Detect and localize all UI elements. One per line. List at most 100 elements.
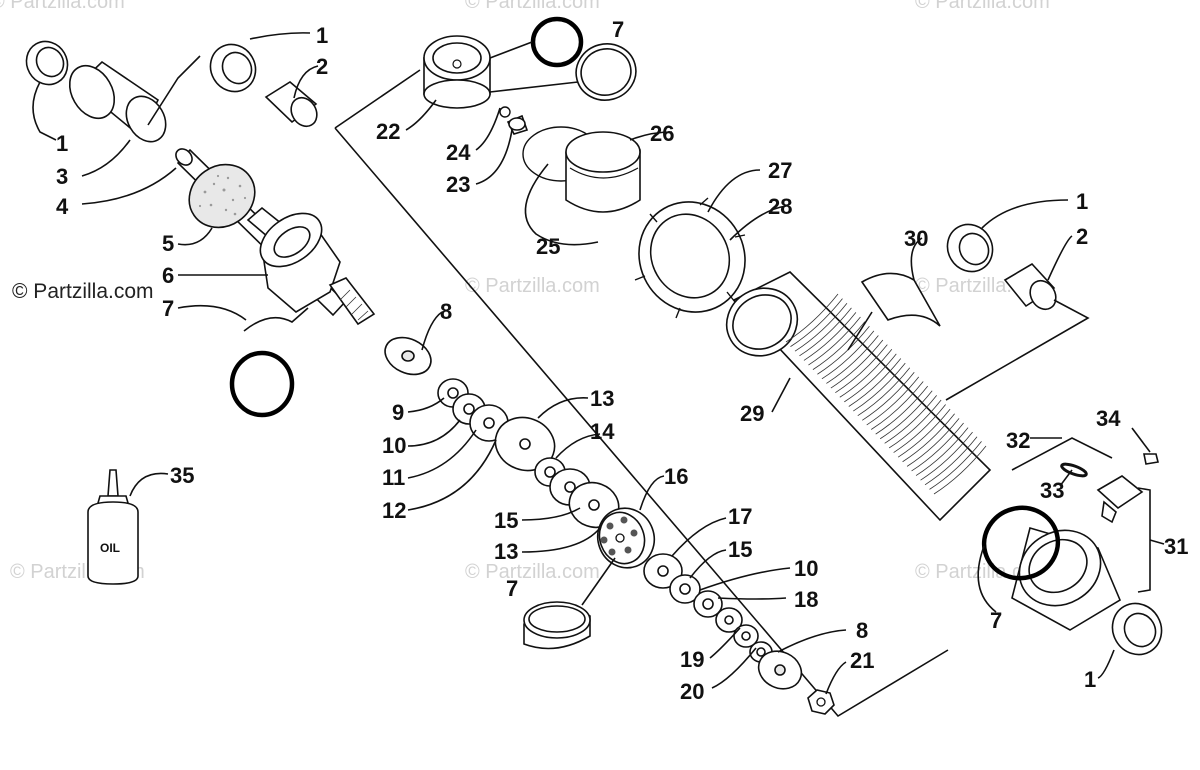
sleeve-2-top — [264, 81, 318, 128]
spring-coil-line — [830, 339, 884, 389]
callout-7: 7 — [990, 608, 1002, 633]
spring-coil-line — [812, 321, 866, 370]
bladder-25-26 — [522, 126, 641, 213]
fitting-32-33-34 — [1060, 453, 1159, 524]
spring-coil-line — [875, 385, 929, 435]
spring-coil-line — [911, 422, 964, 472]
callout-1: 1 — [1076, 189, 1088, 214]
nut-21 — [807, 689, 835, 715]
callout-10: 10 — [382, 433, 406, 458]
callout-13: 13 — [494, 539, 518, 564]
callout-34: 34 — [1096, 406, 1121, 431]
callout-10: 10 — [794, 556, 818, 581]
spring-coil-line — [817, 325, 870, 375]
callout-33: 33 — [1040, 478, 1064, 503]
spring-coil-line — [835, 344, 888, 394]
callout-26: 26 — [650, 121, 674, 146]
assembly-bracket — [334, 69, 949, 718]
callout-8: 8 — [856, 618, 868, 643]
washer-8-top — [384, 336, 432, 376]
spring-coil-line — [848, 358, 902, 407]
callout-20: 20 — [680, 679, 704, 704]
callout-32: 32 — [1006, 428, 1030, 453]
o-ring-7-right — [981, 505, 1061, 581]
spring-coil-line — [920, 431, 973, 481]
callout-2: 2 — [1076, 224, 1088, 249]
callout-9: 9 — [392, 400, 404, 425]
callout-24: 24 — [446, 140, 471, 165]
cover-30 — [860, 272, 941, 327]
callout-1: 1 — [316, 23, 328, 48]
callout-13: 13 — [590, 386, 614, 411]
callout-labels: 1 2 1 3 4 5 6 7 7 7 7 8 8 9 10 10 11 12 … — [56, 17, 1188, 704]
bushing-top-right — [209, 43, 257, 93]
spring-coil-line — [888, 399, 942, 449]
callout-30: 30 — [904, 226, 928, 251]
spring-coil-line — [785, 293, 839, 343]
bump-stop-4 — [188, 163, 256, 229]
callout-7: 7 — [506, 576, 518, 601]
callout-21: 21 — [850, 648, 874, 673]
leader-line — [1011, 437, 1113, 471]
spring-coil-line — [906, 418, 960, 467]
callout-7: 7 — [162, 296, 174, 321]
bushing-1-bottom — [1111, 602, 1163, 656]
spring-coil-line — [826, 335, 879, 384]
spring-coil-line — [933, 445, 987, 495]
callout-5: 5 — [162, 231, 174, 256]
callout-27: 27 — [768, 158, 792, 183]
spring-coil-line — [853, 362, 906, 412]
callout-16: 16 — [664, 464, 688, 489]
spring-coil-line — [839, 349, 893, 398]
spring-coil-line — [794, 302, 848, 352]
callout-22: 22 — [376, 119, 400, 144]
leader-line — [945, 299, 1090, 401]
oil-label: OIL — [100, 541, 120, 555]
band-7-top — [575, 43, 637, 101]
leader-line — [243, 307, 309, 332]
callout-15: 15 — [728, 537, 752, 562]
spring-coil-line — [924, 436, 978, 486]
callout-17: 17 — [728, 504, 752, 529]
callout-35: 35 — [170, 463, 194, 488]
seal-head-22 — [423, 35, 491, 109]
spring-coil-line — [790, 298, 843, 347]
callout-31: 31 — [1164, 534, 1188, 559]
end-cap-31 — [1011, 526, 1122, 631]
spring-coil-line — [844, 353, 897, 403]
callout-8: 8 — [440, 299, 452, 324]
spring-coil-line — [862, 372, 915, 421]
spring-coil-line — [915, 427, 969, 476]
piston-16 — [596, 507, 656, 569]
callout-18: 18 — [794, 587, 818, 612]
spring-coil-line — [902, 413, 955, 463]
callout-11: 11 — [382, 465, 405, 490]
callout-6: 6 — [162, 263, 174, 288]
callout-14: 14 — [590, 419, 615, 444]
leader-line — [524, 163, 599, 246]
bracket-31 — [1137, 487, 1151, 593]
callout-23: 23 — [446, 172, 470, 197]
shock-body-29 — [725, 271, 992, 522]
watermark-text: © Partzilla.com — [465, 561, 600, 583]
leader-line — [581, 557, 616, 606]
leader-line — [147, 55, 201, 126]
leader-line — [847, 311, 873, 351]
piston-band-7 — [523, 601, 591, 650]
spring-coil-line — [803, 312, 857, 361]
o-ring-7-top — [530, 16, 584, 68]
callout-1: 1 — [1084, 667, 1096, 692]
spring-coil-lines — [785, 293, 987, 495]
bushing-right-1 — [946, 223, 994, 273]
adjuster-ring-27-28 — [634, 197, 746, 319]
leader-lines — [32, 32, 1165, 695]
spring-coil-line — [929, 441, 982, 490]
callout-15: 15 — [494, 508, 518, 533]
oil-bottle-35: OIL — [87, 469, 139, 585]
sleeve-right-2 — [1003, 262, 1057, 311]
shim-stack-lower — [643, 553, 773, 663]
spring-coil-line — [884, 395, 937, 444]
copyright-watermark: © Partzilla.com — [12, 280, 154, 303]
valve-24-23 — [499, 106, 529, 135]
